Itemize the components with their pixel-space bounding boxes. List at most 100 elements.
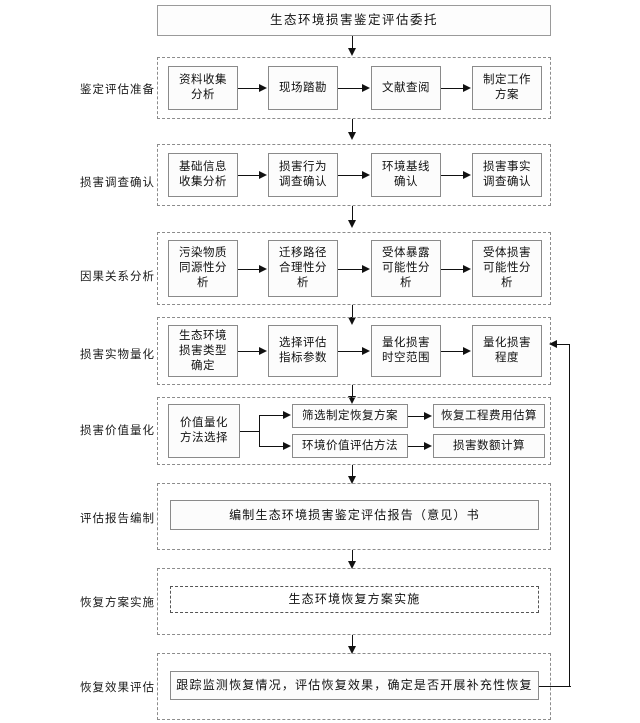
arrowhead-1-1-2	[362, 170, 370, 179]
node-0-0: 资料收集 分析	[168, 66, 238, 110]
arrowhead-title-to-stage1	[348, 48, 356, 56]
node-1-0-label: 基础信息 收集分析	[179, 161, 227, 188]
connector-4-branch-bottom	[259, 446, 284, 447]
feedback-connector-bottom	[539, 686, 571, 687]
node-3-3-label: 量化损害 程度	[483, 337, 531, 364]
stage-container-0	[157, 57, 551, 119]
stage-label-6: 恢复方案实施	[80, 597, 155, 609]
connector-stage6-to-stage7	[352, 550, 353, 563]
connector-0-2-3	[441, 88, 464, 89]
node-2-0-label: 污染物质 同源性分 析	[179, 247, 227, 289]
connector-stage2-to-stage3	[352, 206, 353, 222]
node-0-3: 制定工作 方案	[472, 66, 542, 110]
arrowhead-2-2-3	[463, 264, 471, 273]
node-4-0-label: 价值量化 方法选择	[180, 417, 228, 444]
node-4-1-label: 筛选制定恢复方案	[302, 409, 398, 422]
arrowhead-2-0-1	[259, 264, 267, 273]
node-0-1: 现场踏勘	[268, 66, 338, 110]
arrowhead-4-branch-bottom	[283, 442, 291, 450]
arrowhead-stage2-to-stage3	[348, 220, 356, 228]
stage-label-3: 损害实物量化	[80, 349, 155, 361]
node-5-0: 编制生态环境损害鉴定评估报告（意见）书	[170, 500, 539, 530]
arrowhead-3-0-1	[259, 346, 267, 355]
connector-4-split-vertical	[259, 415, 260, 447]
stage-label-7: 恢复效果评估	[80, 682, 155, 694]
node-1-3-label: 损害事实 调查确认	[483, 161, 531, 188]
connector-1-2-3	[441, 175, 464, 176]
connector-0-0-1	[238, 88, 260, 89]
arrowhead-0-2-3	[463, 83, 471, 92]
node-0-3-label: 制定工作 方案	[483, 74, 531, 101]
connector-stage5-to-stage6	[352, 465, 353, 478]
node-6-0-label: 生态环境恢复方案实施	[288, 592, 421, 606]
node-4-0: 价值量化 方法选择	[168, 404, 240, 458]
node-1-2-label: 环境基线 确认	[382, 161, 430, 188]
node-3-1: 选择评估 指标参数	[268, 325, 338, 377]
node-3-0-label: 生态环境 损害类型 确定	[179, 329, 227, 372]
node-0-0-label: 资料收集 分析	[179, 74, 227, 101]
node-1-0: 基础信息 收集分析	[168, 153, 238, 197]
node-3-1-label: 选择评估 指标参数	[279, 337, 327, 364]
node-0-2-label: 文献查阅	[382, 81, 430, 94]
node-2-1-label: 迁移路径 合理性分 析	[279, 247, 327, 289]
arrowhead-4-branch-top	[283, 411, 291, 419]
node-3-3: 量化损害 程度	[472, 325, 542, 377]
connector-stage7-to-stage8	[352, 635, 353, 648]
feedback-connector-vertical	[569, 344, 570, 687]
connector-3-0-1	[238, 351, 260, 352]
connector-1-0-1	[238, 175, 260, 176]
node-4-4-label: 损害数额计算	[453, 439, 525, 452]
arrowhead-stage5-to-stage6	[348, 476, 356, 484]
arrowhead-4-3-4	[424, 441, 432, 450]
arrowhead-0-0-1	[259, 83, 267, 92]
connector-2-0-1	[238, 269, 260, 270]
node-2-3: 受体损害 可能性分 析	[472, 240, 542, 297]
node-1-1: 损害行为 调查确认	[268, 153, 338, 197]
node-5-0-label: 编制生态环境损害鉴定评估报告（意见）书	[229, 507, 480, 522]
node-4-4: 损害数额计算	[433, 434, 545, 458]
node-commission-title: 生态环境损害鉴定评估委托	[157, 5, 551, 36]
stage-container-1	[157, 144, 551, 206]
connector-stage3-to-stage4	[352, 305, 353, 319]
node-4-3-label: 环境价值评估方法	[302, 439, 398, 452]
stage-label-4: 损害价值量化	[80, 425, 155, 437]
node-1-1-label: 损害行为 调查确认	[279, 161, 327, 188]
connector-1-1-2	[338, 175, 363, 176]
node-4-3: 环境价值评估方法	[292, 434, 408, 458]
node-1-3: 损害事实 调查确认	[472, 153, 542, 197]
arrowhead-stage1-to-stage2	[348, 132, 356, 140]
connector-2-1-2	[338, 269, 363, 270]
arrowhead-3-1-2	[362, 346, 370, 355]
arrowhead-stage7-to-stage8	[348, 646, 356, 654]
node-4-1: 筛选制定恢复方案	[292, 404, 408, 428]
arrowhead-stage4-to-stage5	[348, 396, 356, 404]
connector-stage1-to-stage2	[352, 119, 353, 134]
stage-container-4	[157, 397, 551, 465]
node-0-2: 文献查阅	[371, 66, 441, 110]
arrowhead-4-1-2	[424, 411, 432, 420]
node-2-2: 受体暴露 可能性分 析	[371, 240, 441, 297]
stage-label-1: 损害调查确认	[80, 177, 155, 189]
stage-label-0: 鉴定评估准备	[80, 84, 155, 96]
stage-container-2	[157, 232, 551, 305]
feedback-connector-top	[557, 344, 570, 345]
arrowhead-1-0-1	[259, 170, 267, 179]
arrowhead-stage6-to-stage7	[348, 561, 356, 569]
node-4-2: 恢复工程费用估算	[433, 404, 545, 428]
node-4-2-label: 恢复工程费用估算	[441, 409, 537, 422]
stage-container-5	[157, 483, 551, 550]
feedback-arrowhead	[549, 339, 557, 348]
stage-container-6	[157, 568, 551, 635]
node-2-3-label: 受体损害 可能性分 析	[483, 247, 531, 289]
node-1-2: 环境基线 确认	[371, 153, 441, 197]
node-3-2-label: 量化损害 时空范围	[382, 337, 430, 364]
arrowhead-3-2-3	[463, 346, 471, 355]
connector-3-2-3	[441, 351, 464, 352]
connector-stage4-to-stage5	[352, 385, 353, 398]
node-0-1-label: 现场踏勘	[279, 81, 327, 94]
node-6-0: 生态环境恢复方案实施	[170, 586, 539, 613]
node-3-0: 生态环境 损害类型 确定	[168, 325, 238, 377]
node-3-2: 量化损害 时空范围	[371, 325, 441, 377]
arrowhead-0-1-2	[362, 83, 370, 92]
